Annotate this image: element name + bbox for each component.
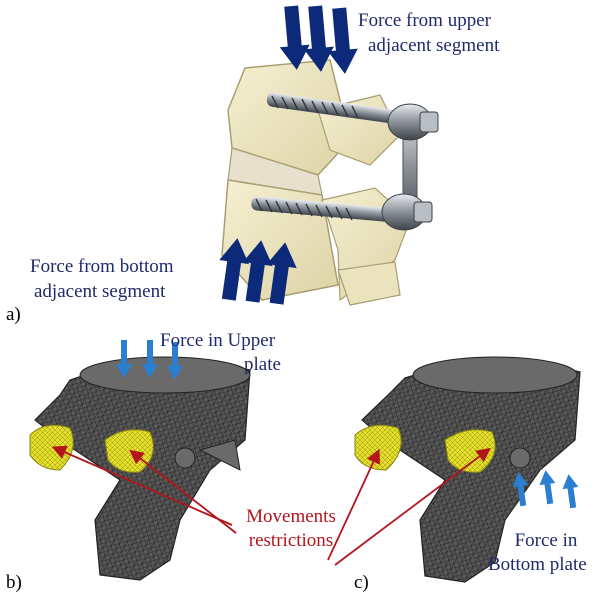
lower-screw-head [381,193,433,231]
force-bottom-plate-line2: Bottom plate [488,554,587,575]
contact-zone-left-b [29,424,74,471]
upper-pedicle-screw [266,92,396,124]
lower-pedicle-screw [251,196,391,222]
panel-a-illustration [219,5,439,306]
force-top-label-line1: Force from upper [358,10,491,31]
panel-a-label: a) [6,304,21,325]
force-bottom-label-line2: adjacent segment [34,281,166,302]
force-bottom-plate-line1: Force in [514,530,578,551]
panel-b-label: b) [6,572,22,593]
force-upper-plate-line2: plate [244,354,281,375]
force-top-label-line2: adjacent segment [368,35,500,56]
force-bottom-label-line1: Force from bottom [30,256,174,277]
panel-b-mesh-vertebra [29,340,251,581]
force-arrows-upper-plate [116,340,183,380]
force-arrows-bottom [219,238,297,305]
force-arrows-top [279,5,358,74]
restriction-label-line2: restrictions [248,530,334,551]
upper-screw-head [387,103,439,141]
panel-c-label: c) [354,572,369,593]
restriction-label-line1: Movements [246,506,336,527]
force-upper-plate-line1: Force in Upper [160,330,276,351]
contact-zone-left-c [354,424,402,471]
restriction-pointers [51,445,491,566]
force-arrows-bottom-plate [512,470,579,509]
